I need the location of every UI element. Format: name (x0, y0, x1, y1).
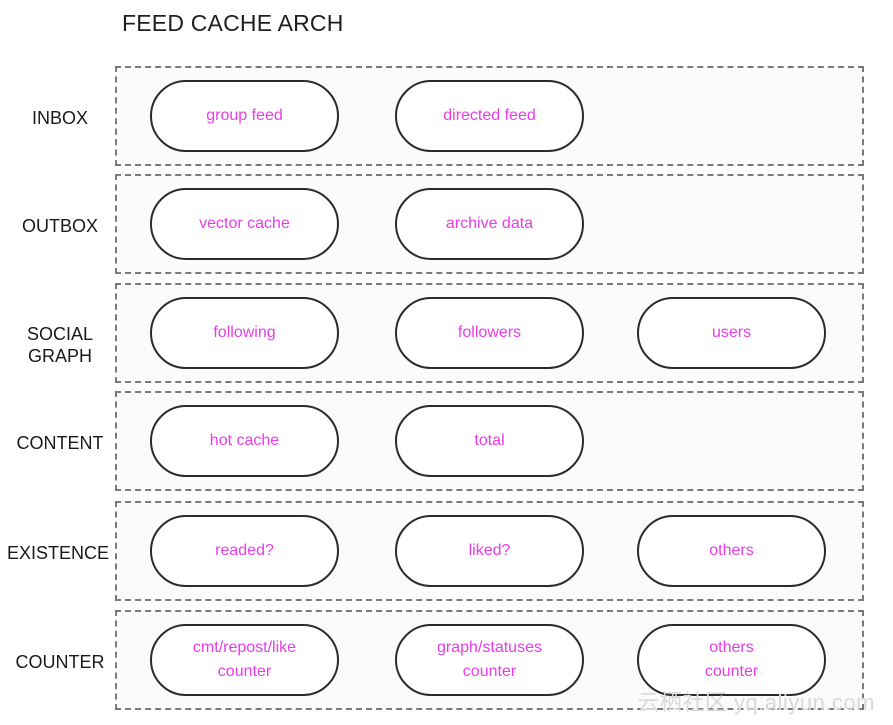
pill-vector-cache: vector cache (150, 188, 339, 260)
watermark: 云栖社区 yq.aliyun.com (637, 690, 875, 715)
pill-others-counter: others counter (637, 624, 826, 696)
row-label-content: CONTENT (16, 433, 104, 453)
pill-following: following (150, 297, 339, 369)
row-label-inbox: INBOX (31, 108, 88, 128)
pill-graph-statuses-counter: graph/statuses counter (395, 624, 584, 696)
row-existence: readed? liked? others (115, 501, 864, 601)
pill-users: users (637, 297, 826, 369)
diagram-title: FEED CACHE ARCH (122, 10, 344, 36)
row-social-graph: following followers users (115, 283, 864, 383)
pill-cmt-repost-like-counter: cmt/repost/like counter (150, 624, 339, 696)
pill-hot-cache: hot cache (150, 405, 339, 477)
pill-followers: followers (395, 297, 584, 369)
pill-readed: readed? (150, 515, 339, 587)
pill-total: total (395, 405, 584, 477)
row-label-counter: COUNTER (15, 652, 105, 672)
pill-directed-feed: directed feed (395, 80, 584, 152)
row-label-social-graph: SOCIAL GRAPH (26, 324, 94, 366)
row-label-existence: EXISTENCE (6, 543, 110, 563)
pill-group-feed: group feed (150, 80, 339, 152)
row-label-outbox: OUTBOX (21, 216, 98, 236)
pill-liked: liked? (395, 515, 584, 587)
pill-others: others (637, 515, 826, 587)
row-outbox: vector cache archive data (115, 174, 864, 274)
row-counter: cmt/repost/like counter graph/statuses c… (115, 610, 864, 710)
row-inbox: group feed directed feed (115, 66, 864, 166)
pill-archive-data: archive data (395, 188, 584, 260)
row-content: hot cache total (115, 391, 864, 491)
